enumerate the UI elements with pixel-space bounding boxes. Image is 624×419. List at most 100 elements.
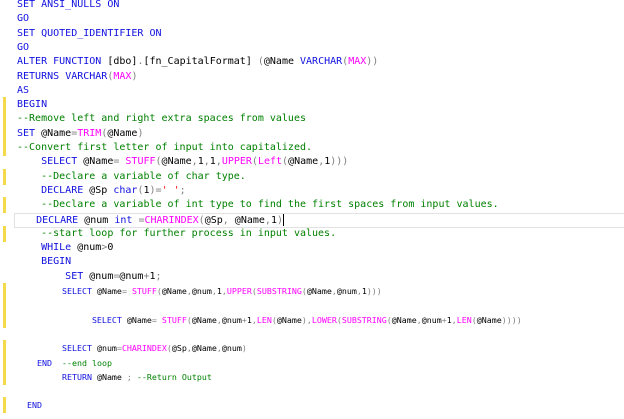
code-token: LOWER xyxy=(311,315,337,325)
code-token xyxy=(52,358,62,368)
code-line[interactable] xyxy=(0,384,624,398)
code-token: ))) xyxy=(330,156,349,167)
code-line[interactable]: BEGIN xyxy=(0,97,624,113)
code-token: ; xyxy=(179,185,186,196)
code-token: ( xyxy=(271,315,277,325)
code-token: 1 xyxy=(197,156,204,167)
code-token: , xyxy=(222,215,229,226)
code-token: QUOTED_IDENTIFIER xyxy=(41,28,144,39)
code-line[interactable]: BEGIN xyxy=(0,255,624,269)
code-token: ( xyxy=(282,156,289,167)
code-token: 1 xyxy=(270,215,277,226)
code-line[interactable]: --Declare a variable of char type. xyxy=(0,169,624,185)
code-token: 1 xyxy=(446,315,452,325)
code-token xyxy=(17,242,41,253)
code-token xyxy=(17,372,62,382)
code-token: ) xyxy=(137,128,144,139)
code-token: @Name xyxy=(35,128,72,139)
code-line[interactable]: GO xyxy=(0,12,624,26)
code-line[interactable]: GO xyxy=(0,41,624,55)
code-line[interactable]: --Declare a variable of int type to find… xyxy=(0,197,624,213)
code-text: SELECT @num=CHARINDEX(@Sp,@Name,@num) xyxy=(17,341,247,355)
code-token: [fn_CapitalFormat] xyxy=(143,56,258,67)
code-token: ( xyxy=(336,315,342,325)
code-text: BEGIN xyxy=(17,255,71,269)
code-token: ))) xyxy=(366,286,382,296)
code-line[interactable]: SELECT @Name= STUFF(@Name,1,1,UPPER(Left… xyxy=(0,155,624,169)
code-line[interactable]: SELECT @num=CHARINDEX(@Sp,@Name,@num) xyxy=(0,340,624,356)
code-token: , xyxy=(211,286,217,296)
code-token: ), xyxy=(301,315,312,325)
code-line[interactable] xyxy=(0,327,624,341)
code-token: ) xyxy=(131,71,138,82)
code-text: SET @num=@num+1; xyxy=(17,270,162,284)
code-token xyxy=(17,286,62,296)
code-line[interactable]: WHILe @num>0 xyxy=(0,241,624,255)
code-token: END xyxy=(36,358,52,368)
code-token: ( xyxy=(257,56,264,67)
code-line[interactable]: SET ANSI_NULLS ON xyxy=(0,0,624,12)
code-token xyxy=(17,199,41,210)
code-line[interactable]: --Remove left and right extra spaces fro… xyxy=(0,111,624,127)
code-line[interactable] xyxy=(0,297,624,313)
code-token xyxy=(17,315,92,325)
change-marker xyxy=(3,369,6,385)
code-line[interactable]: SELECT @Name= STUFF(@Name,@num+1,LEN(@Na… xyxy=(0,312,624,328)
code-token: = xyxy=(116,343,122,353)
code-token: = xyxy=(113,271,120,282)
change-marker xyxy=(3,226,6,242)
code-token: ( xyxy=(342,56,349,67)
code-line[interactable]: END xyxy=(0,397,624,413)
code-text: SELECT @Name= STUFF(@Name,@num,1,UPPER(S… xyxy=(17,284,382,298)
code-token: = xyxy=(113,156,120,167)
code-line[interactable]: RETURNS VARCHAR(MAX) xyxy=(0,70,624,84)
code-token: , xyxy=(186,343,192,353)
code-token: --Remove left and right extra spaces fro… xyxy=(17,113,306,124)
code-line[interactable]: DECLARE @Sp char(1)=' '; xyxy=(0,184,624,198)
code-token: ( xyxy=(251,286,257,296)
code-token: STUFF xyxy=(131,286,157,296)
code-token: --start loop for further process in inpu… xyxy=(41,228,337,239)
code-line[interactable]: SET @num=@num+1; xyxy=(0,270,624,284)
code-token: @num xyxy=(119,271,144,282)
code-token: char xyxy=(113,185,138,196)
code-line[interactable]: AS xyxy=(0,84,624,98)
code-token: STUFF xyxy=(125,156,156,167)
code-token: @num xyxy=(221,315,242,325)
code-token: [dbo] xyxy=(101,56,138,67)
code-token: @num xyxy=(91,343,117,353)
code-line[interactable]: --Convert first letter of input into cap… xyxy=(0,140,624,156)
code-token: 1 xyxy=(216,286,222,296)
code-text: GO xyxy=(17,41,29,55)
change-marker xyxy=(3,169,6,185)
code-token: ; xyxy=(155,271,162,282)
code-text: RETURN @Name ; --Return Output xyxy=(17,370,212,384)
code-line[interactable]: RETURN @Name ; --Return Output xyxy=(0,369,624,385)
code-token: ( xyxy=(137,185,144,196)
code-token xyxy=(17,358,37,368)
code-line[interactable]: END --end loop xyxy=(0,355,624,371)
code-token xyxy=(17,156,41,167)
code-token: , xyxy=(186,286,192,296)
code-token: CHARINDEX xyxy=(121,343,167,353)
code-token: VARCHAR xyxy=(65,71,108,82)
code-token: GO xyxy=(17,42,30,53)
code-line[interactable]: --start loop for further process in inpu… xyxy=(0,226,624,242)
code-token xyxy=(17,271,65,282)
code-token: LEN xyxy=(256,315,272,325)
code-line[interactable]: SET @Name=TRIM(@Name) xyxy=(0,126,624,142)
code-token: 1 xyxy=(246,315,252,325)
code-line[interactable]: ALTER FUNCTION [dbo].[fn_CapitalFormat] … xyxy=(0,55,624,69)
code-line[interactable]: SET QUOTED_IDENTIFIER ON xyxy=(0,27,624,41)
code-token: = xyxy=(71,128,78,139)
code-token: @num xyxy=(221,343,242,353)
code-line[interactable]: DECLARE @num int =CHARINDEX(@Sp, @Name,1… xyxy=(14,213,624,228)
code-token: --Convert first letter of input into cap… xyxy=(17,142,313,153)
code-token: ALTER xyxy=(17,56,48,67)
code-text: --Convert first letter of input into cap… xyxy=(17,141,312,155)
code-token: BEGIN xyxy=(41,256,72,267)
code-line[interactable]: SELECT @Name= STUFF(@Name,@num,1,UPPER(S… xyxy=(0,283,624,299)
code-token: ; xyxy=(126,372,132,382)
code-token: --Declare a variable of char type. xyxy=(41,171,246,182)
